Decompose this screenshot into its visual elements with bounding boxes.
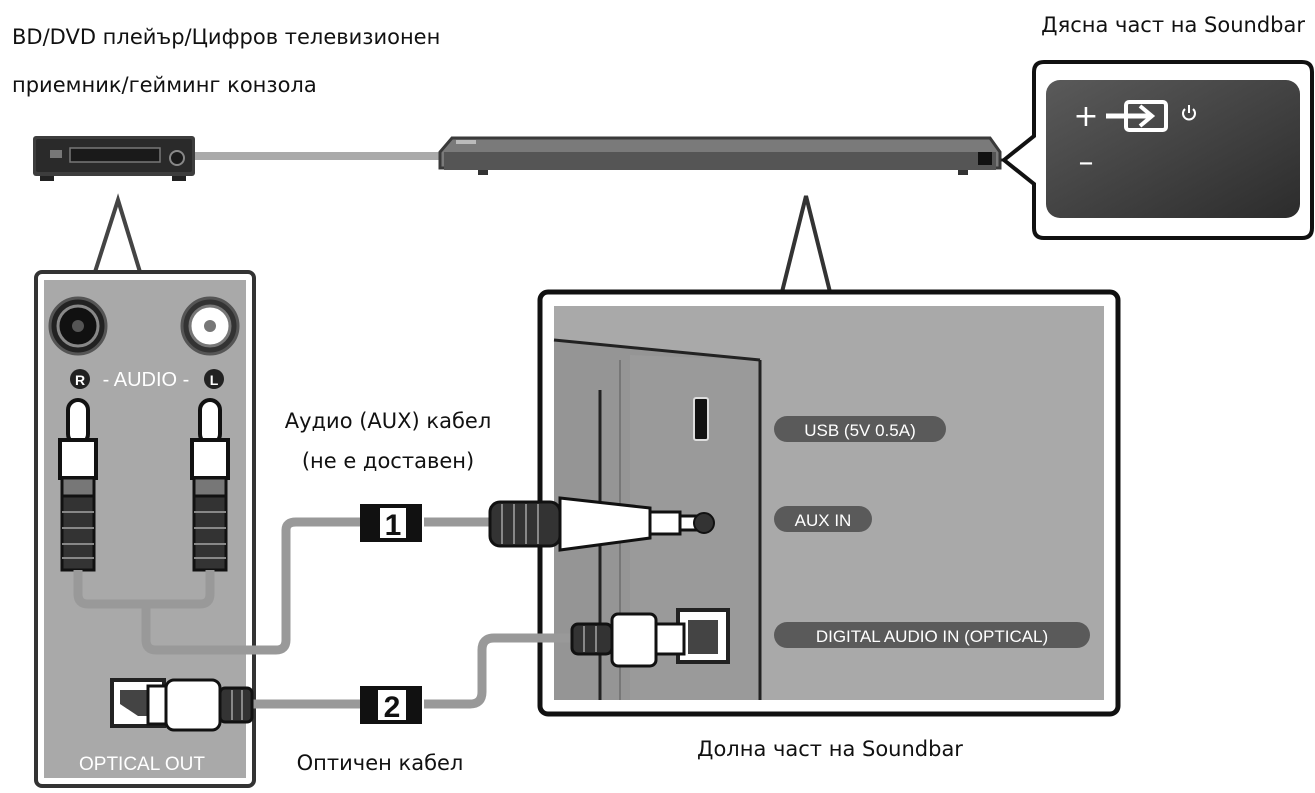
optical-plug-soundbar [570, 612, 686, 668]
usb-port-label: USB (5V 0.5A) [804, 421, 916, 440]
aux-cable-label-line1: Аудио (AUX) кабел [285, 409, 492, 433]
digital-audio-in-label: DIGITAL AUDIO IN (OPTICAL) [816, 627, 1048, 646]
optical-in-port [676, 608, 730, 664]
aux-in-label: AUX IN [795, 511, 852, 530]
audio-r-jack [48, 296, 108, 356]
aux-cable-label-line2: (не е доставен) [302, 449, 474, 473]
step-marker-1: 1 [360, 504, 422, 542]
soundbar-bottom-label: Долна част на Soundbar [697, 737, 963, 761]
audio-l-jack [180, 296, 240, 356]
source-device-label-line2: приемник/гейминг конзола [12, 73, 317, 97]
l-badge [204, 369, 224, 389]
r-badge-letter: R [75, 372, 85, 388]
source-device-label-line1: BD/DVD плейър/Цифров телевизионен [12, 25, 440, 49]
aux-cable [73, 517, 490, 655]
aux-in-tag: AUX IN [774, 506, 872, 532]
usb-port-tag: USB (5V 0.5A) [774, 416, 946, 442]
optical-cable-label: Оптичен кабел [297, 751, 464, 775]
audio-label: - AUDIO - [103, 369, 190, 391]
optical-out-label: OPTICAL OUT [79, 754, 205, 775]
soundbar [438, 136, 1002, 175]
soundbar-right-label: Дясна част на Soundbar [1041, 13, 1305, 37]
rca-plug-left [58, 398, 98, 572]
r-badge [70, 369, 90, 389]
power-icon [1182, 105, 1196, 121]
bottom-panel-pointer [780, 195, 832, 293]
volume-plus-icon: + [1073, 99, 1098, 134]
step-number-1: 1 [385, 509, 402, 542]
source-panel-pointer [93, 193, 142, 273]
step-number-2: 2 [384, 691, 401, 724]
l-badge-letter: L [210, 372, 219, 388]
step-marker-2: 2 [360, 686, 422, 724]
input-source-icon [1106, 100, 1168, 132]
source-device [33, 136, 195, 181]
digital-audio-in-tag: DIGITAL AUDIO IN (OPTICAL) [774, 622, 1090, 648]
aux-jack-plug [488, 496, 715, 552]
optical-cable [250, 633, 572, 709]
soundbar-right-panel: + – [1000, 60, 1314, 240]
usb-port [693, 397, 709, 441]
optical-plug-source [146, 678, 254, 732]
volume-minus-icon: – [1079, 145, 1094, 180]
